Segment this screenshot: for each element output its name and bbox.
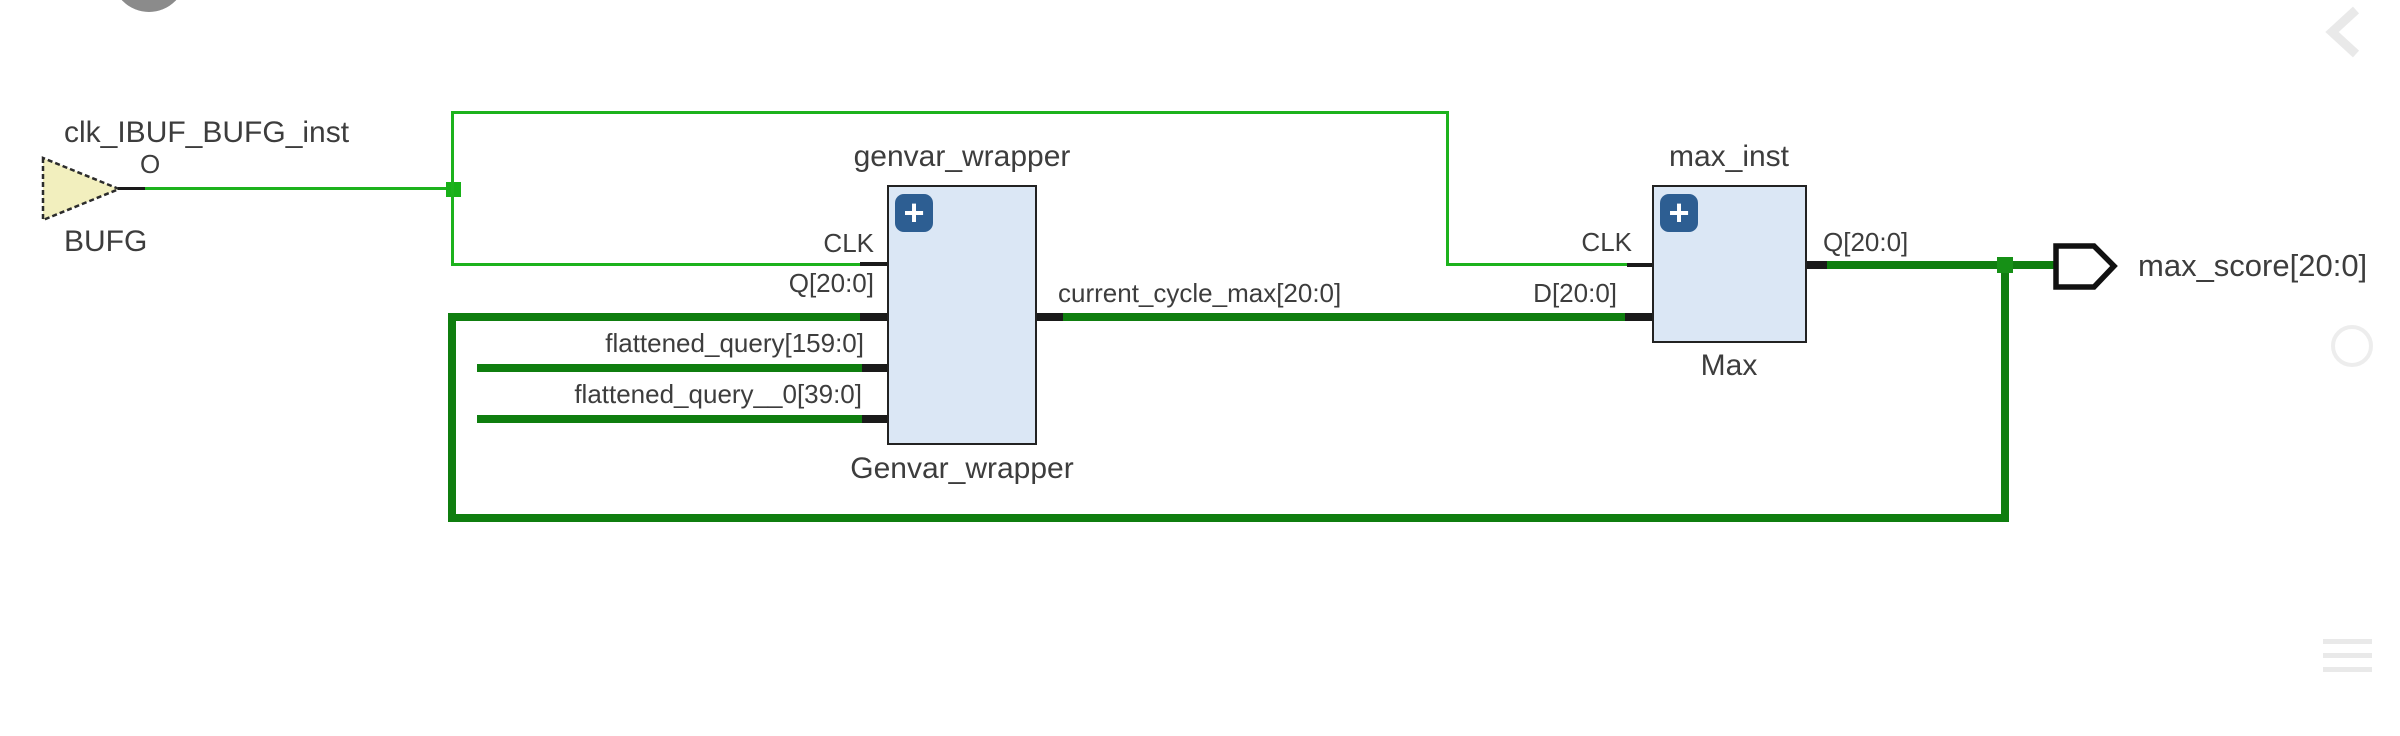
max-pin-q-label: Q[20:0] (1823, 227, 1909, 257)
net-clk-vertical-right[interactable] (1446, 111, 1449, 266)
max-module-label: Max (1700, 349, 1758, 382)
max-pin-clk-label: CLK (1581, 227, 1632, 257)
net-current-cycle-max-label: current_cycle_max[20:0] (1058, 278, 1342, 308)
max-d-stub (1625, 313, 1677, 321)
net-clk-to-genvar[interactable] (451, 263, 862, 266)
max-pin-d-label: D[20:0] (1533, 278, 1617, 308)
bufg-triangle-icon[interactable] (41, 156, 123, 222)
net-clk-top-run[interactable] (451, 111, 1449, 114)
max-expand-icon[interactable]: + (1660, 194, 1698, 232)
genvar-q-stub (860, 313, 910, 321)
hamburger-icon (2323, 639, 2372, 644)
genvar-instance-label: genvar_wrapper (853, 140, 1071, 173)
bufg-celltype-label: BUFG (64, 225, 148, 258)
collapse-panel-control[interactable] (2320, 4, 2368, 60)
genvar-fq0-stub (862, 415, 910, 423)
menu-control[interactable] (2323, 639, 2372, 681)
genvar-pin-clk-label: CLK (823, 228, 874, 258)
bus-genvar-q-in[interactable] (448, 313, 862, 321)
output-port-symbol[interactable] (2052, 242, 2120, 292)
net-clk-bufg-to-junction[interactable] (145, 187, 448, 190)
genvar-fq-stub (862, 364, 910, 372)
max-instance-label: max_inst (1668, 140, 1790, 173)
bufg-output-stub (118, 187, 146, 190)
bus-feedback-left-vertical[interactable] (448, 313, 456, 522)
output-port-icon[interactable] (2053, 243, 2118, 290)
clipped-gray-circle (112, 0, 186, 12)
bus-feedback-bottom[interactable] (448, 514, 2009, 522)
bus-max-q-out[interactable] (1827, 261, 2055, 269)
net-clk-vertical-left[interactable] (451, 112, 454, 264)
bufg-instance-label: clk_IBUF_BUFG_inst (64, 116, 350, 149)
genvar-expand-icon[interactable]: + (895, 194, 933, 232)
net-clk-to-max[interactable] (1446, 263, 1629, 266)
genvar-clk-stub (860, 262, 910, 266)
bufg-output-pin-label: O (140, 149, 161, 179)
bus-flattened-query[interactable] (477, 364, 862, 372)
bus-flattened-query-0[interactable] (477, 415, 862, 423)
bus-output-junction[interactable] (1997, 257, 2013, 273)
genvar-out-stub (1013, 313, 1063, 321)
bufg-symbol[interactable] (40, 153, 124, 225)
bus-current-cycle-max[interactable] (1063, 313, 1625, 321)
scroll-knob-icon[interactable] (2331, 325, 2373, 367)
chevron-left-icon[interactable] (2325, 6, 2360, 58)
genvar-pin-q-label: Q[20:0] (788, 268, 874, 298)
genvar-pin-fq-label: flattened_query[159:0] (605, 328, 864, 358)
genvar-pin-fq0-label: flattened_query__0[39:0] (574, 379, 862, 409)
output-port-label: max_score[20:0] (2138, 248, 2368, 283)
genvar-module-label: Genvar_wrapper (850, 452, 1074, 485)
bus-feedback-right-vertical[interactable] (2001, 261, 2009, 522)
